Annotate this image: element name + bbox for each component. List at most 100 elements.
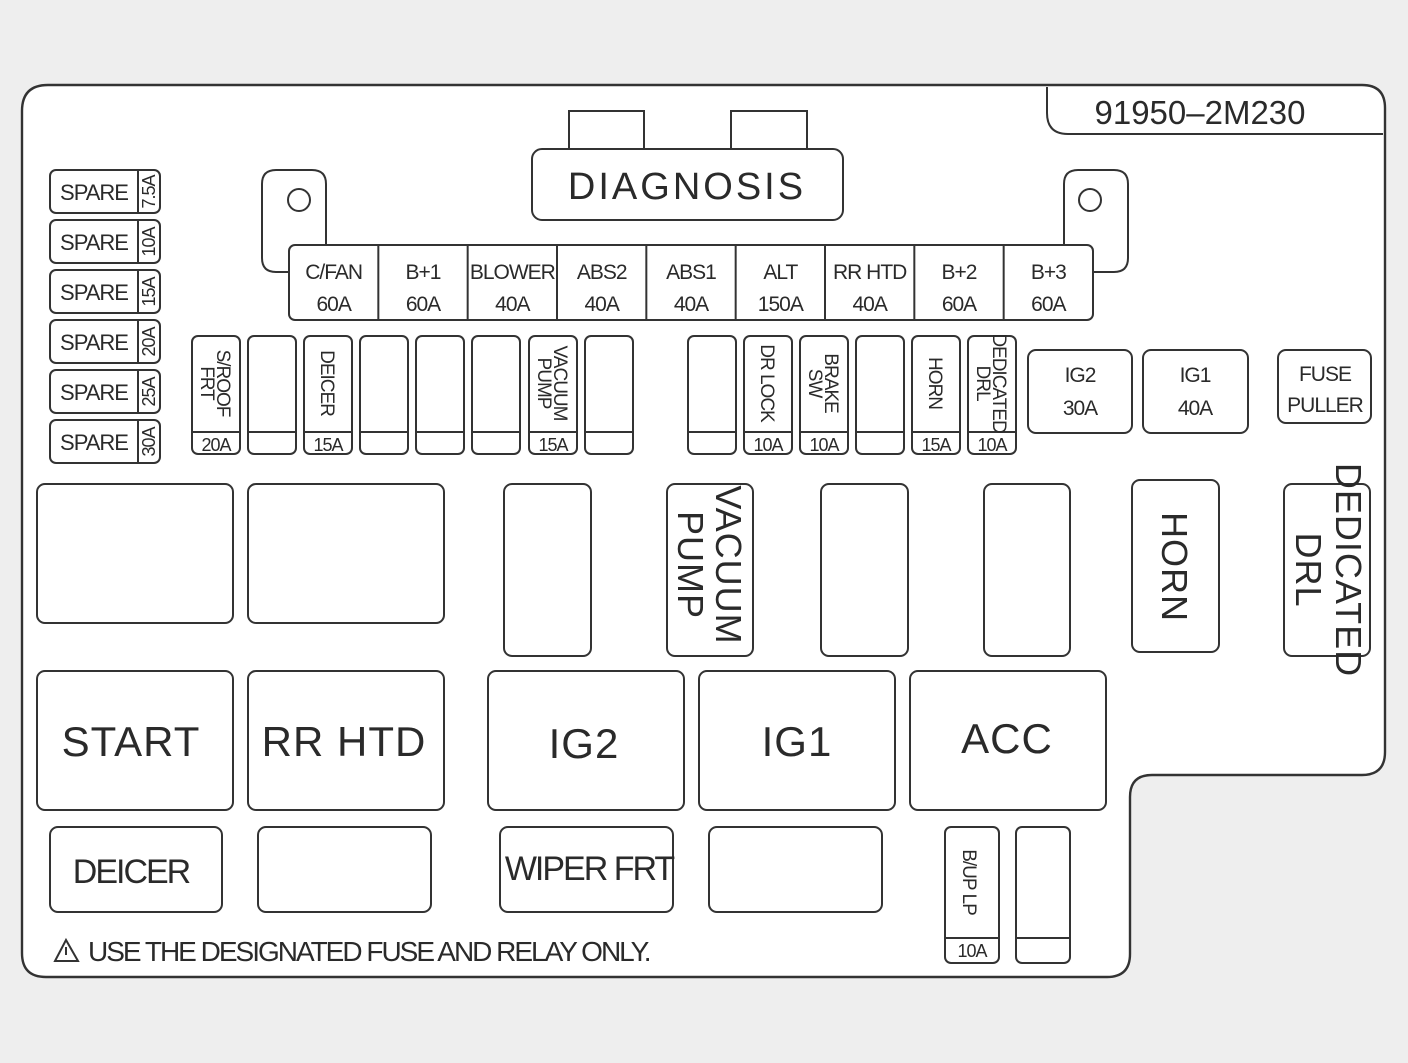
relay-start (36, 670, 234, 811)
relay-label: RR HTD (262, 718, 427, 765)
spare-fuse (49, 419, 161, 464)
spare-fuse-label: SPARE (60, 180, 128, 205)
fuse-puller-label: FUSE (1299, 363, 1352, 386)
multi-fuse-amp: 40A (584, 293, 619, 316)
spare-fuse-label: SPARE (60, 280, 128, 305)
warning-icon (53, 937, 80, 962)
relay-label: START (62, 718, 201, 765)
mini-fuse (743, 335, 793, 455)
mini-fuse-amp: 10A (753, 435, 783, 455)
relay-label: IG2 (549, 720, 620, 767)
mini-fuse (415, 335, 465, 455)
mini-fuse-label: DR LOCK (756, 344, 777, 423)
multi-fuse-name: B+3 (1031, 261, 1066, 284)
mini-fuse-amp: 10A (809, 435, 839, 455)
diagnosis-connector (531, 148, 844, 221)
mini-fuse-label: DEICER (316, 350, 337, 416)
spare-fuse (49, 319, 161, 364)
cartridge-fuse-amp: 40A (1178, 397, 1213, 420)
relay-rr-htd (247, 670, 445, 811)
fuse-slot (1015, 826, 1071, 964)
mini-fuse (191, 335, 241, 455)
relay-label: DRL (1288, 532, 1329, 607)
relay-label: ACC (961, 715, 1053, 762)
relay-slot (708, 826, 883, 913)
multi-fuse-amp: 60A (406, 293, 441, 316)
spare-fuse-label: SPARE (60, 230, 128, 255)
right-mount-hole (1078, 188, 1102, 212)
mini-fuse-amp: 15A (538, 435, 568, 455)
left-mount-hole (287, 188, 311, 212)
multi-fuse-name: RR HTD (833, 261, 907, 284)
relay-vacuum-pump (666, 483, 754, 657)
relay-label: DEICER (73, 853, 190, 891)
warning-text: USE THE DESIGNATED FUSE AND RELAY ONLY. (88, 936, 650, 967)
relay-label: WIPER FRT (505, 850, 675, 888)
spare-fuse (49, 219, 161, 264)
mini-fuse (471, 335, 521, 455)
multi-fuse-amp: 40A (674, 293, 709, 316)
spare-fuse (49, 269, 161, 314)
mini-fuse (303, 335, 353, 455)
relay-slot (36, 483, 234, 624)
mini-fuse-amp: 20A (201, 435, 231, 455)
relay-label: IG1 (762, 718, 833, 765)
multi-fuse-amp: 60A (942, 293, 977, 316)
spare-fuse-label: SPARE (60, 430, 128, 455)
fuse-b-up-lp (944, 826, 1000, 964)
relay-label: HORN (1154, 512, 1195, 622)
fuse-name: B/UP LP (958, 849, 979, 915)
mini-fuse (528, 335, 578, 455)
diagnosis-label: DIAGNOSIS (568, 166, 806, 208)
spare-fuse (49, 169, 161, 214)
mini-fuse-label: VACUUM (549, 346, 570, 421)
spare-fuse-amp: 15A (139, 276, 159, 306)
relay-ig1 (698, 670, 896, 811)
mini-fuse-label: S/ROOF (212, 350, 233, 417)
relay-slot (983, 483, 1071, 657)
mini-fuse-label: BRAKE (820, 353, 841, 413)
cartridge-fuse-name: IG2 (1065, 364, 1096, 387)
diagnosis-tab-right (730, 110, 808, 152)
fuse-amp: 10A (957, 941, 987, 961)
cartridge-fuse-name: IG1 (1180, 364, 1211, 387)
multi-fuse-name: BLOWER (470, 261, 556, 284)
spare-fuse-amp: 7.5A (139, 174, 159, 208)
mini-fuse-amp: 15A (313, 435, 343, 455)
multi-fuse-housing (288, 244, 1094, 321)
mini-fuse (247, 335, 297, 455)
relay-deicer (49, 826, 223, 913)
multi-fuse-amp: 40A (495, 293, 530, 316)
multi-fuse-block: C/FAN60AB+160ABLOWER40AABS240AABS140AALT… (288, 244, 1094, 321)
multi-fuse-amp: 60A (1031, 293, 1066, 316)
relay-slot (257, 826, 432, 913)
mini-fuse-label: HORN (924, 357, 945, 409)
multi-fuse-amp: 60A (316, 293, 351, 316)
mini-fuse (911, 335, 961, 455)
spare-fuse-amp: 10A (139, 226, 159, 256)
cartridge-fuse-amp: 30A (1063, 397, 1098, 420)
relay-horn (1131, 479, 1220, 653)
spare-fuse (49, 369, 161, 414)
relay-wiper-frt (499, 826, 674, 913)
fuse-puller-label: PULLER (1287, 394, 1364, 417)
mini-fuse (799, 335, 849, 455)
mini-fuse-label: FRT (196, 366, 217, 401)
mini-fuse-label: SW (804, 369, 825, 399)
relay-label: PUMP (670, 511, 711, 619)
cartridge-fuse-ig2 (1027, 349, 1133, 434)
spare-fuse-label: SPARE (60, 330, 128, 355)
relay-label: DEDICATED (1328, 463, 1369, 677)
relay-slot (247, 483, 445, 624)
mini-fuse (359, 335, 409, 455)
relay-ig2 (487, 670, 685, 811)
relay-slot (820, 483, 909, 657)
fuse-puller[interactable] (1277, 349, 1372, 424)
multi-fuse-name: ABS1 (666, 261, 716, 284)
mini-fuse-label: DEDICATED (988, 333, 1009, 433)
mini-fuse (687, 335, 737, 455)
mini-fuse-label: PUMP (533, 358, 554, 409)
spare-fuse-amp: 20A (139, 326, 159, 356)
